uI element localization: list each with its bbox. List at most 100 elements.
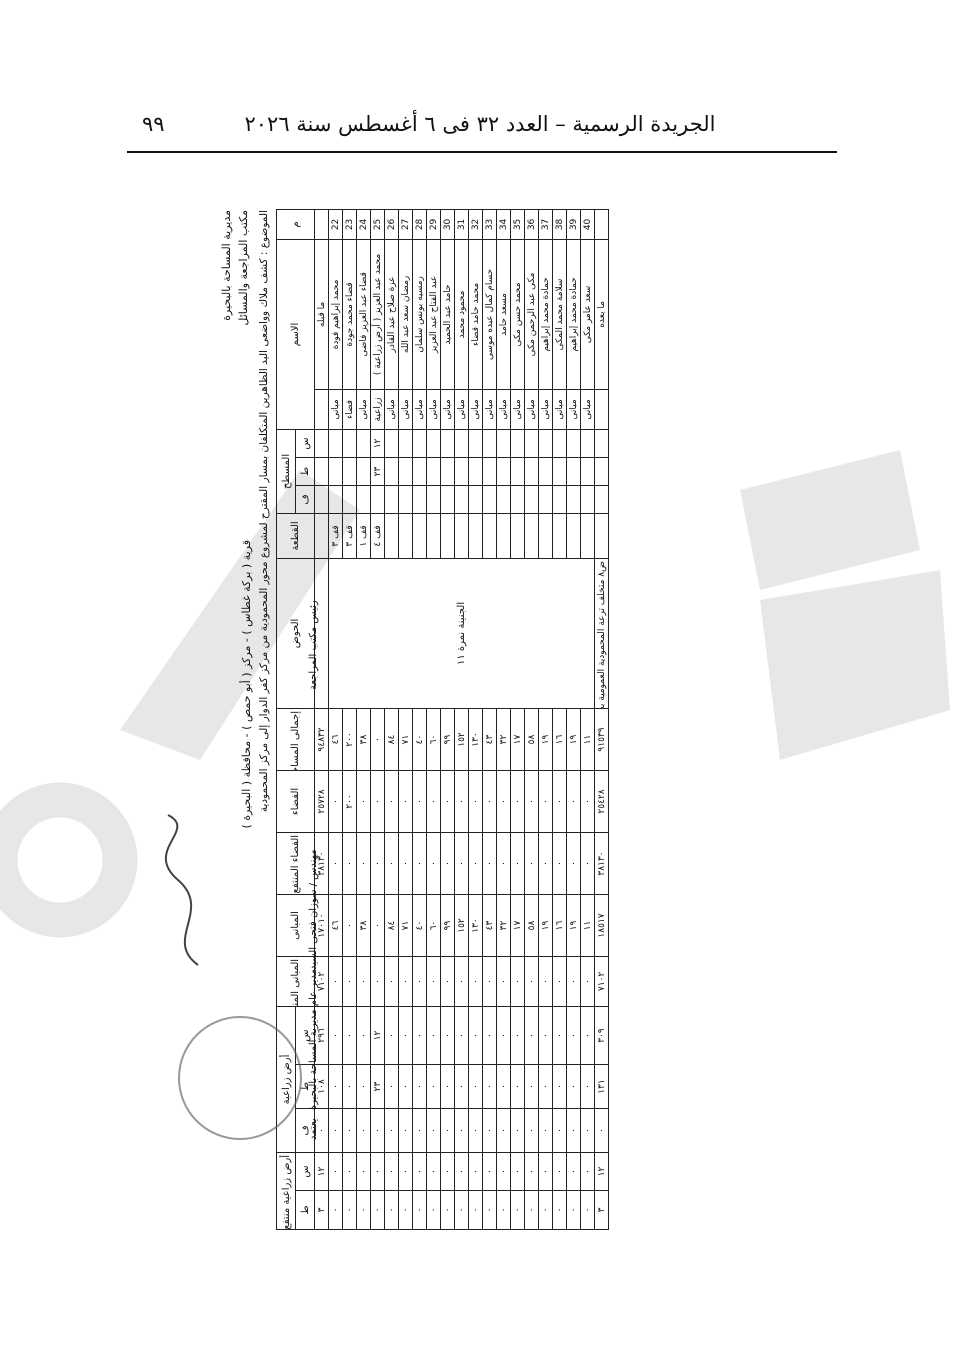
bld-cell: ٧١ (398, 894, 413, 957)
index-cell (314, 209, 329, 240)
official-stamp (178, 1016, 302, 1140)
agb-cell: ٠ (468, 1190, 483, 1230)
space-cell: ٠ (552, 770, 567, 833)
area-cell: ٢٣ (370, 457, 385, 486)
total-cell: ٧١ (398, 708, 413, 771)
total-cell: ١٧ (510, 708, 525, 771)
space-cell: ٠ (384, 770, 399, 833)
index-cell: 39 (566, 209, 581, 240)
bld-b-cell: ٠ (384, 956, 399, 1007)
name-cell: محمود محمد (454, 239, 469, 390)
agb-cell: ١٢ (314, 1152, 329, 1191)
ag-cell: ٠ (384, 1108, 399, 1153)
bld-b-cell: ٠ (580, 956, 595, 1007)
ag-cell: ٠ (496, 1006, 511, 1065)
bld-b-cell: ٠ (426, 956, 441, 1007)
area-cell (538, 485, 553, 514)
index-cell: 23 (342, 209, 357, 240)
signature-scribble (164, 814, 199, 966)
agb-cell: ٠ (580, 1152, 595, 1191)
office-line-1: مديرية المساحة بالبحيرة (220, 210, 233, 321)
col-index: م (276, 209, 315, 240)
space-cell: ٠ (370, 770, 385, 833)
ag-cell: ٠ (496, 1064, 511, 1109)
ag-cell: ٠ (482, 1108, 497, 1153)
parcel-cell (538, 513, 553, 559)
ag-cell: ٠ (566, 1064, 581, 1109)
col-name: الاسم (276, 239, 315, 430)
name-cell: حامد عبد الحميد (440, 239, 455, 390)
ag-cell: ٠ (482, 1064, 497, 1109)
area-cell (524, 457, 539, 486)
area-cell (538, 457, 553, 486)
ag-cell: ٠ (524, 1108, 539, 1153)
ag-cell: ٠ (440, 1064, 455, 1109)
parcel-cell (580, 513, 595, 559)
area-cell (454, 457, 469, 486)
space-b-cell: ٠ (412, 832, 427, 895)
ag-cell: ٠ (356, 1006, 371, 1065)
ag-cell: ٠ (566, 1108, 581, 1153)
ag-cell: ٠ (538, 1108, 553, 1153)
total-cell: ٤٦ (328, 708, 343, 771)
parcel-cell: قف ١ (356, 513, 371, 559)
note-cell: ض٨ متخلف ترعة المحمودية العمومية بجسريها (594, 558, 609, 709)
agb-cell: ٠ (496, 1152, 511, 1191)
area-cell (412, 485, 427, 514)
ag-cell: ٠ (594, 1108, 609, 1153)
total-cell: ٩١٥٣٩ (594, 708, 609, 771)
bld-cell: ٤٦ (328, 894, 343, 957)
area-cell (314, 485, 329, 514)
space-b-cell: ٠ (398, 832, 413, 895)
agb-cell: ٠ (524, 1152, 539, 1191)
bld-cell: ١٧ (510, 894, 525, 957)
space-cell: ٠ (468, 770, 483, 833)
name-cell: رمسيه بونس سلمان (412, 239, 427, 390)
space-cell: ٢٥٧٢٨ (314, 770, 329, 833)
parcel-cell (510, 513, 525, 559)
area-cell (440, 485, 455, 514)
index-cell: 24 (356, 209, 371, 240)
bld-b-cell: ٠ (524, 956, 539, 1007)
ag-cell: ٠ (426, 1108, 441, 1153)
bld-cell: ٦٠ (426, 894, 441, 957)
space-b-cell: ٠ (496, 832, 511, 895)
bld-b-cell: ٠ (440, 956, 455, 1007)
agb-cell: ٠ (328, 1152, 343, 1191)
space-cell: ٢٥٤٢٨ (594, 770, 609, 833)
space-cell: ٠ (496, 770, 511, 833)
name-cell: قضاء محمد جودة (342, 239, 357, 390)
parcel-cell: قف ٤ (370, 513, 385, 559)
agb-cell: ٣ (314, 1190, 329, 1230)
ag-cell: ٠ (342, 1006, 357, 1065)
ag-cell: ٠ (552, 1006, 567, 1065)
name-cell: عزة صلاح عبد القادر (384, 239, 399, 390)
reviewer-title: رئيس مكتب المراجعة (308, 600, 319, 690)
index-cell: 27 (398, 209, 413, 240)
col-space: الفضاء (276, 770, 315, 833)
space-b-cell: ٠ (510, 832, 525, 895)
total-cell: ١٩ (538, 708, 553, 771)
col-area: المسطح (276, 429, 296, 514)
unit-label: ف (295, 485, 315, 514)
agb-cell: ٠ (384, 1190, 399, 1230)
type-cell (314, 389, 329, 430)
index-cell: 35 (510, 209, 525, 240)
space-b-cell: ٠ (440, 832, 455, 895)
index-cell: 31 (454, 209, 469, 240)
ag-cell: ٠ (384, 1006, 399, 1065)
agb-cell: ٠ (566, 1190, 581, 1230)
total-cell: ١١ (580, 708, 595, 771)
area-cell (510, 485, 525, 514)
area-cell (482, 485, 497, 514)
ag-cell: ٠ (580, 1064, 595, 1109)
col-parcel: القطعة (276, 513, 315, 559)
agb-cell: ٠ (398, 1152, 413, 1191)
ag-cell: ٣٠٩ (594, 1006, 609, 1065)
space-b-cell: ٠ (342, 832, 357, 895)
